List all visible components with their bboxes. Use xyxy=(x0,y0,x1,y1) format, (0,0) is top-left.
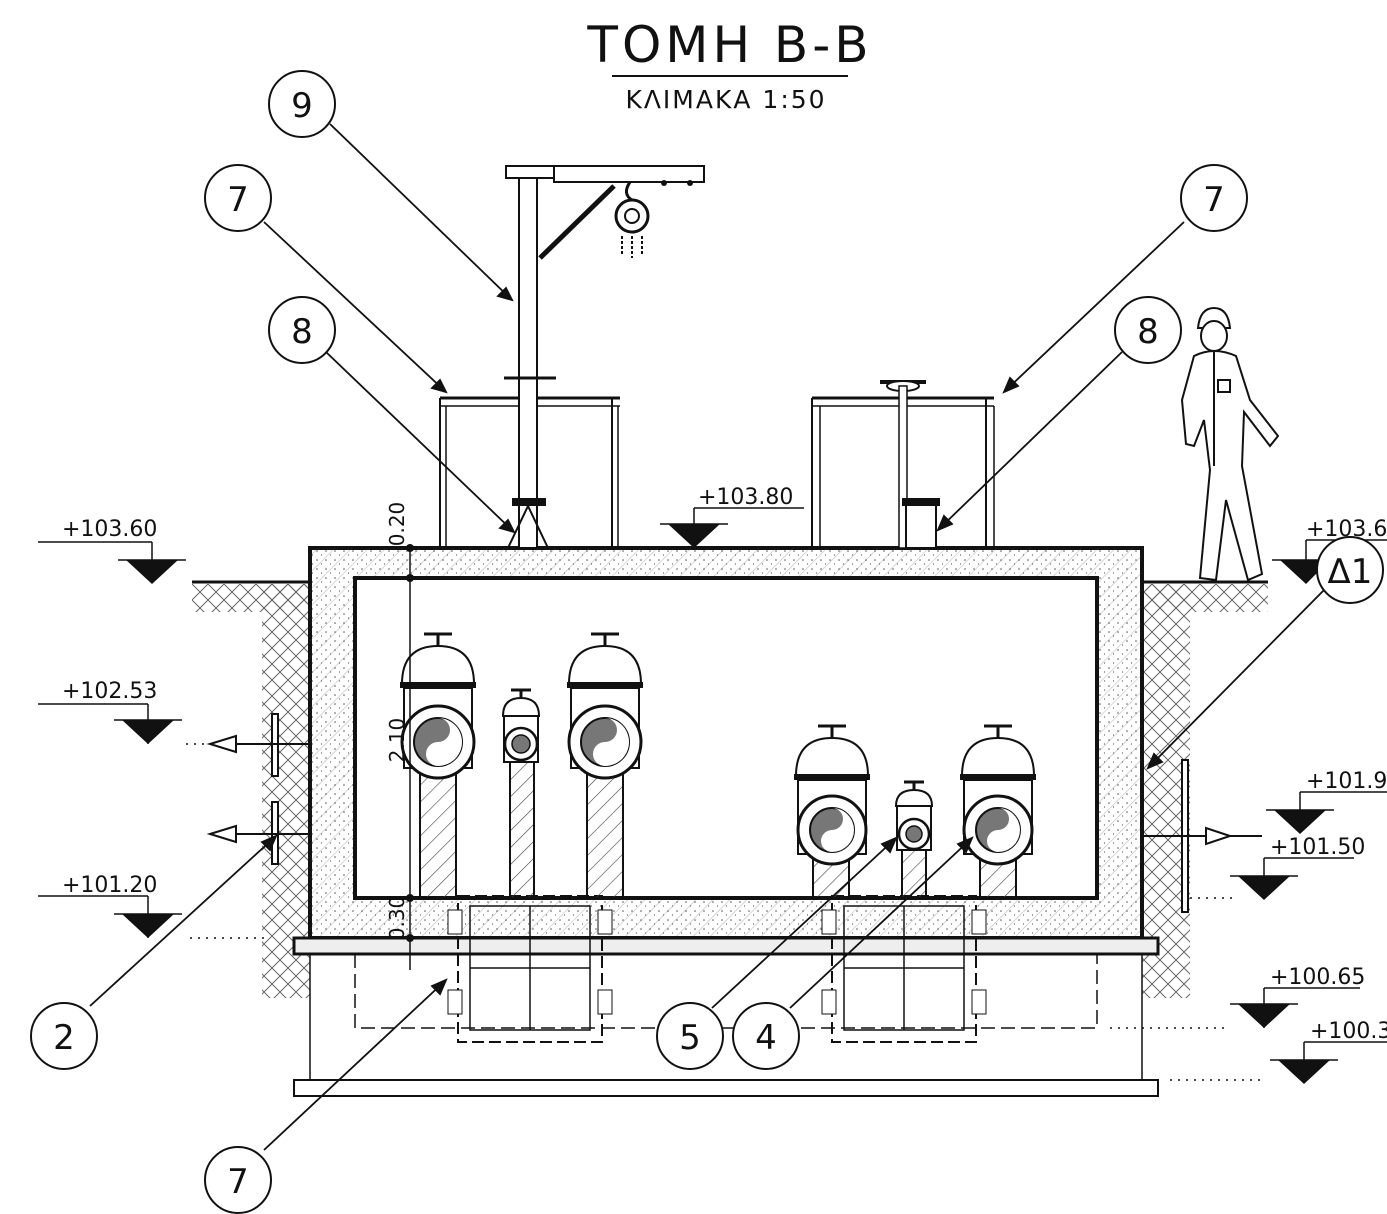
elevation-marker-10253 xyxy=(38,703,210,745)
gate-valve-3 xyxy=(794,724,870,899)
callout-d1: Δ1 xyxy=(1316,536,1384,604)
callout-7-bottom: 7 xyxy=(204,1146,272,1214)
callout-9: 9 xyxy=(268,70,336,138)
svg-text:8: 8 xyxy=(1137,312,1159,352)
scale-label: ΚΛΙΜΑΚΑ 1:50 xyxy=(625,85,826,114)
soil-right xyxy=(1142,584,1268,998)
handwheel-stem xyxy=(880,380,940,549)
elevation-10360-left: +103.60 xyxy=(62,517,157,542)
svg-text:8: 8 xyxy=(291,312,313,352)
svg-text:7: 7 xyxy=(227,180,249,220)
svg-text:7: 7 xyxy=(227,1162,249,1202)
railing-left xyxy=(439,396,620,548)
sump-right xyxy=(821,895,987,1043)
drawing-title: ΤΟΜΗ Β-Β xyxy=(586,16,872,74)
callout-7-top-left: 7 xyxy=(204,164,272,232)
elevation-marker-10150 xyxy=(1190,857,1354,900)
gate-valve-1 xyxy=(400,632,476,899)
elevation-marker-10360-left xyxy=(38,541,186,584)
soil-left xyxy=(192,584,310,998)
leader-lines xyxy=(89,123,1327,1151)
elevation-10253: +102.53 xyxy=(62,679,157,704)
callout-7-top-right: 7 xyxy=(1180,164,1248,232)
callout-8-left: 8 xyxy=(268,296,336,364)
elevation-10120: +101.20 xyxy=(62,873,157,898)
small-valve-2 xyxy=(894,780,934,899)
elevation-10065: +100.65 xyxy=(1270,965,1365,990)
elevation-10193: +101.93 xyxy=(1306,769,1387,794)
callout-5: 5 xyxy=(656,1002,724,1070)
elevation-10150: +101.50 xyxy=(1270,835,1365,860)
foundation-slab xyxy=(293,1079,1159,1097)
dim-slab-bottom: 0.30 xyxy=(385,896,409,941)
wall-pipes-left xyxy=(206,713,310,865)
elevation-marker-10380 xyxy=(660,507,804,548)
svg-text:7: 7 xyxy=(1203,180,1225,220)
svg-text:9: 9 xyxy=(291,86,313,126)
wall-pipe-right xyxy=(1142,759,1262,913)
worker-figure xyxy=(1180,306,1280,582)
small-valve-1 xyxy=(501,688,541,899)
dimension-chain xyxy=(406,544,414,970)
svg-text:2: 2 xyxy=(53,1018,75,1058)
elevation-10380: +103.80 xyxy=(698,485,793,510)
callout-4: 4 xyxy=(732,1002,800,1070)
svg-text:5: 5 xyxy=(679,1018,701,1058)
svg-text:Δ1: Δ1 xyxy=(1328,552,1373,592)
elevation-10030: +100.30 xyxy=(1310,1019,1387,1044)
callout-2: 2 xyxy=(30,1002,98,1070)
gate-valve-4 xyxy=(960,724,1036,899)
svg-text:4: 4 xyxy=(755,1018,777,1058)
base-slab xyxy=(292,936,1160,956)
jib-crane xyxy=(504,165,705,549)
elevation-marker-10065 xyxy=(1110,987,1360,1029)
elevation-marker-10193 xyxy=(1266,791,1387,834)
callout-8-right: 8 xyxy=(1114,296,1182,364)
dim-slab-top: 0.20 xyxy=(385,502,409,547)
gate-valve-2 xyxy=(567,632,643,899)
dashed-outline xyxy=(354,954,1098,1029)
elevation-marker-10030 xyxy=(1170,1041,1387,1084)
elevation-marker-10120 xyxy=(38,895,268,939)
dim-height: 2.10 xyxy=(385,718,409,763)
